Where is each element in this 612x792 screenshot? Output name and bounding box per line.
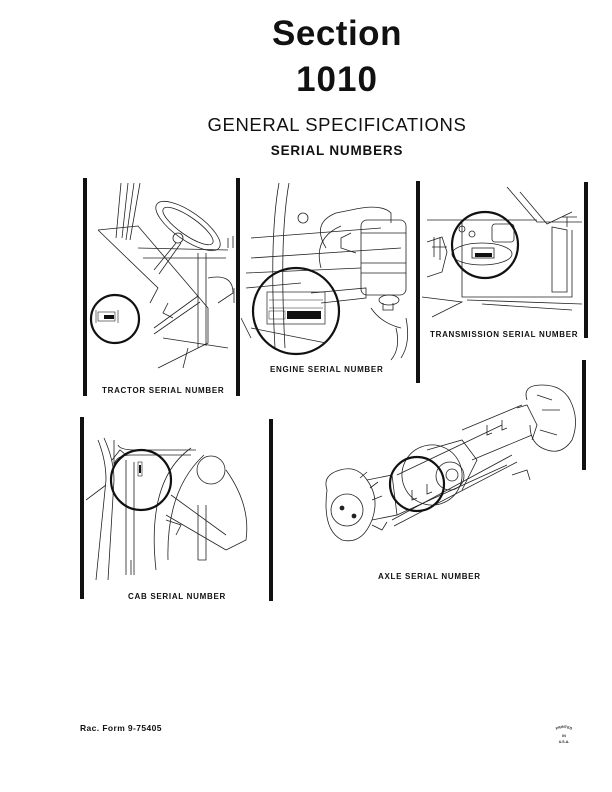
figure-caption: ENGINE SERIAL NUMBER <box>270 365 384 374</box>
transmission-serial-figure <box>422 182 582 322</box>
divider-bar <box>269 419 273 601</box>
page-subtitle: SERIAL NUMBERS <box>270 143 404 158</box>
cab-serial-figure <box>86 420 266 585</box>
divider-bar <box>80 417 84 599</box>
printed-in-usa-stamp: PRINTED IN U.S.A. <box>548 720 580 750</box>
cab-illustration <box>86 437 248 581</box>
tractor-illustration <box>89 182 235 369</box>
divider-bar <box>236 178 240 396</box>
divider-bar <box>582 360 586 470</box>
page-title: GENERAL SPECIFICATIONS <box>207 114 467 135</box>
divider-bar <box>584 182 588 338</box>
stamp-line-1: PRINTED <box>555 725 573 731</box>
transmission-illustration <box>422 186 582 318</box>
divider-bar <box>416 181 420 383</box>
figure-caption: CAB SERIAL NUMBER <box>128 592 226 601</box>
axle-serial-figure <box>312 380 582 555</box>
figure-caption: TRACTOR SERIAL NUMBER <box>102 386 225 395</box>
engine-serial-figure <box>241 178 416 363</box>
stamp-line-3: U.S.A. <box>559 740 570 744</box>
figure-caption: TRANSMISSION SERIAL NUMBER <box>430 330 579 339</box>
figure-caption: AXLE SERIAL NUMBER <box>378 572 481 581</box>
form-number: Rac. Form 9-75405 <box>80 723 162 733</box>
stamp-line-2: IN <box>562 734 566 738</box>
axle-illustration <box>325 384 576 542</box>
tractor-serial-figure <box>88 178 236 378</box>
section-number: 1010 <box>296 60 378 99</box>
section-label: Section <box>272 14 402 53</box>
svg-text:PRINTED: PRINTED <box>555 725 573 731</box>
divider-bar <box>83 178 87 396</box>
engine-illustration <box>241 182 409 361</box>
